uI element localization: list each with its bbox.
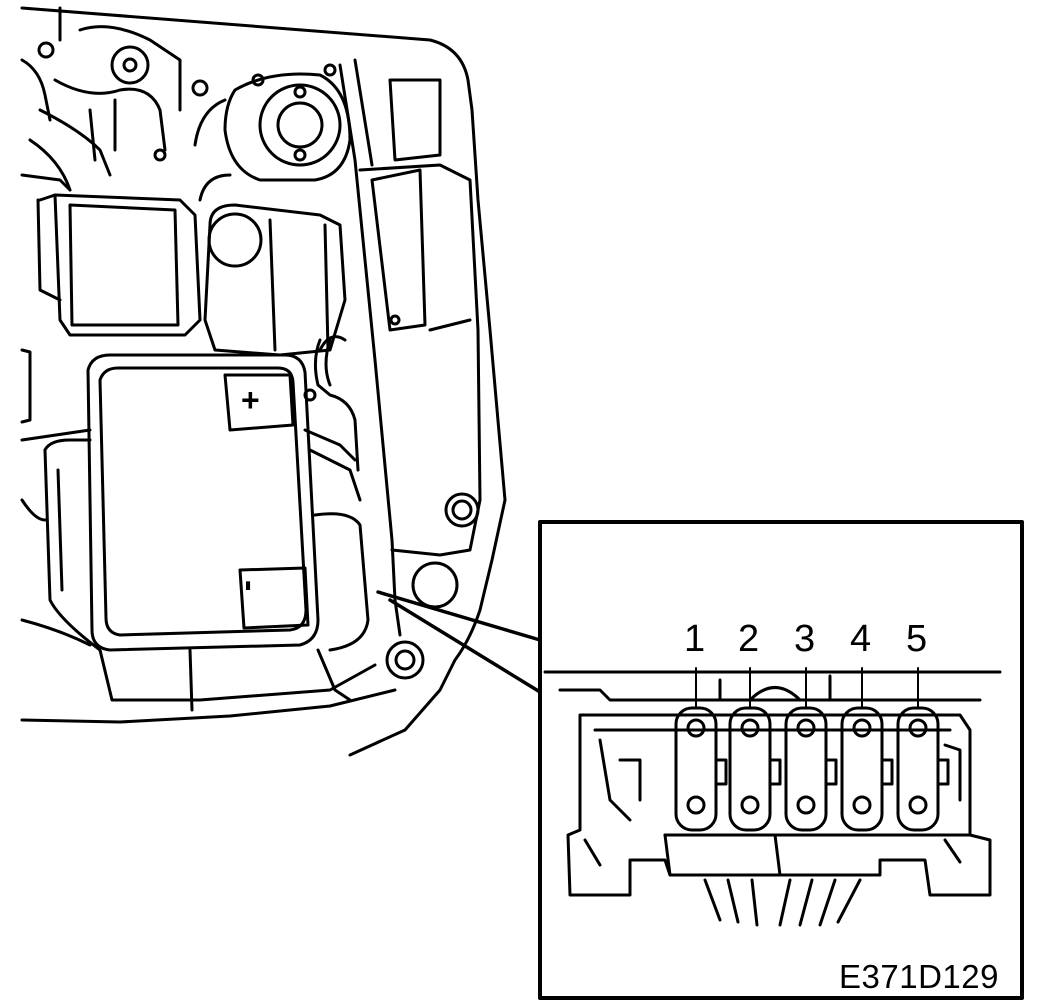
- fuse-holder-detail: [543, 670, 1002, 927]
- figure-reference-code: E371D129: [839, 958, 999, 995]
- fuse-number-leaders: [695, 667, 919, 709]
- strut-tower: [193, 63, 352, 202]
- fuse-number-2: 2: [738, 618, 760, 660]
- fuse-number-3: 3: [794, 618, 816, 660]
- left-edge-parts: [20, 348, 92, 647]
- fuse-4: [840, 706, 894, 832]
- battery-positive-label: +: [241, 382, 260, 418]
- engine-bay-outline: [20, 6, 507, 757]
- relay-box: [36, 193, 202, 337]
- fuse-2: [728, 706, 782, 832]
- fender-rail: [338, 58, 482, 637]
- battery: [43, 353, 377, 712]
- fuse-number-5: 5: [906, 618, 928, 660]
- fuse-3: [784, 706, 838, 832]
- battery-cabling: [303, 338, 459, 702]
- fuse-number-1: 1: [684, 618, 706, 660]
- detail-inset-frame: [538, 520, 1024, 1000]
- fuse-5: [896, 706, 950, 832]
- battery-negative-label: -: [231, 580, 269, 592]
- fuse-number-4: 4: [850, 618, 872, 660]
- top-left-wiring: [20, 41, 209, 192]
- callout-pointer: [376, 590, 542, 694]
- fuse-1: [674, 706, 728, 832]
- coolant-reservoir: [203, 203, 347, 357]
